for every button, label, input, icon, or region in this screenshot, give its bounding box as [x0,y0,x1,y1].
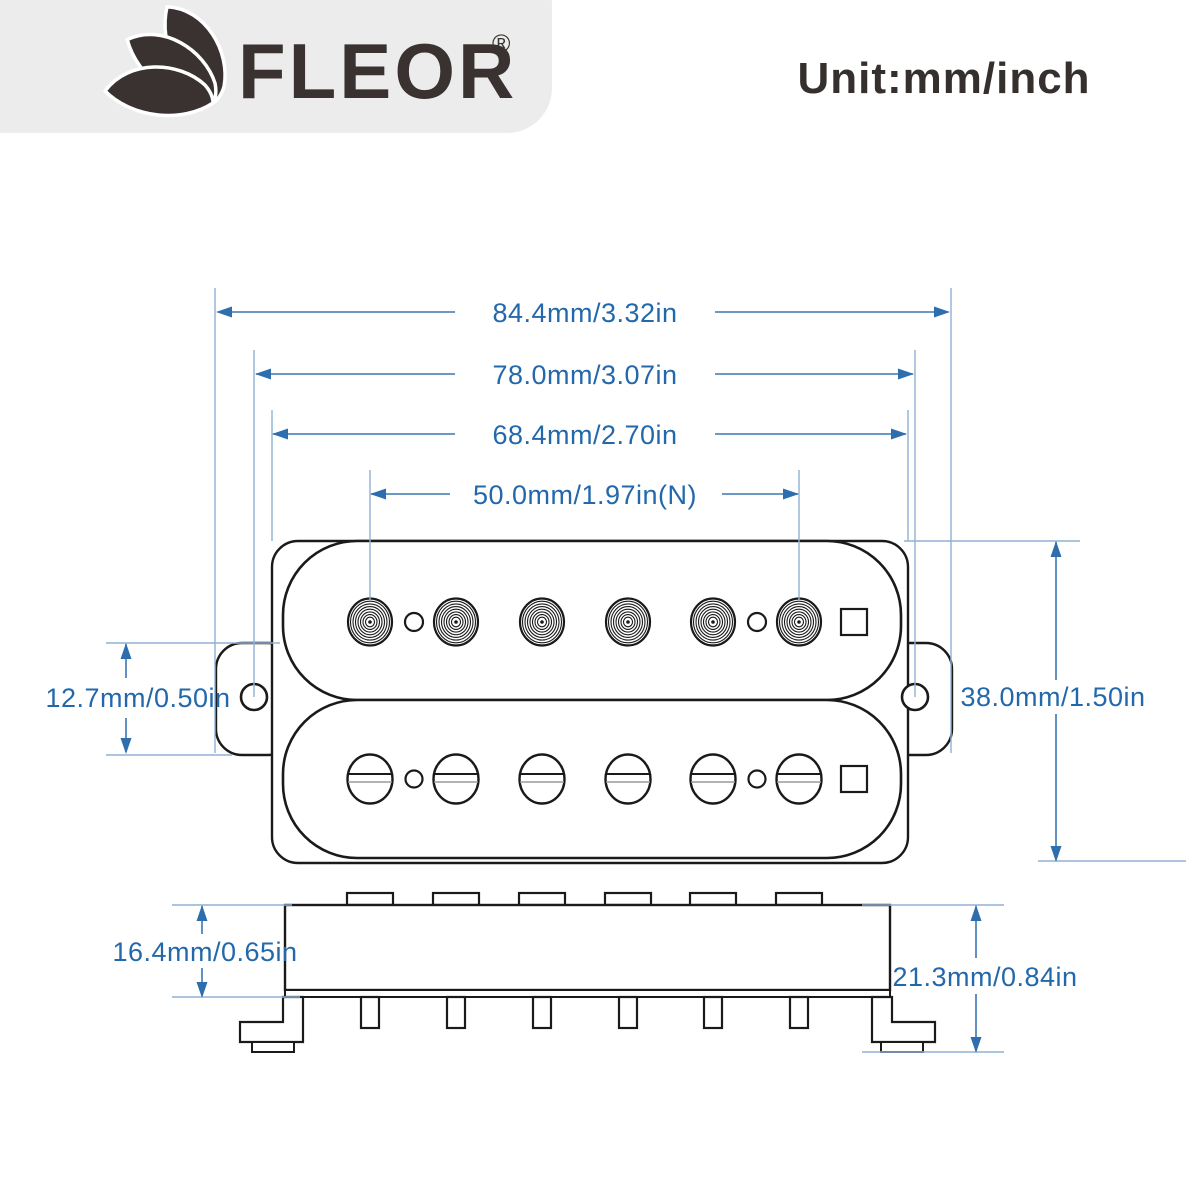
dim-body-width-label: 38.0mm/1.50in [960,682,1145,712]
left-mounting-leg [238,995,305,1044]
dim-side-body-height: 16.4mm/0.65in [112,905,297,998]
pickup-side-view [238,891,937,1053]
pole-screws-bottom [359,995,810,1030]
left-leg-tab [251,1041,295,1053]
square-hole [839,607,869,637]
dim-ear-height-label: 12.7mm/0.50in [45,683,230,713]
bobbin-hole [747,769,767,789]
dim-pole-spacing: 50.0mm/1.97in(N) [370,480,799,510]
dim-overall-length-label: 84.4mm/3.32in [492,298,677,328]
dim-ear-height: 12.7mm/0.50in [45,643,230,754]
slug-pole-row [346,597,869,647]
dim-overall-length: 84.4mm/3.32in [216,298,950,328]
screw-pole [346,753,394,805]
dim-side-body-height-label: 16.4mm/0.65in [112,937,297,967]
brand-logo: FLEOR ® [103,4,517,118]
registered-mark: ® [492,30,511,58]
slug-pole [432,597,480,647]
slug-pole [775,597,823,647]
screw-pole [432,753,480,805]
pickup-top-view [214,539,954,865]
right-leg-tab [880,1041,924,1053]
dim-total-height-label: 21.3mm/0.84in [892,962,1077,992]
slug-pole [689,597,737,647]
slug-pole [518,597,566,647]
side-body [283,903,892,992]
dim-total-height: 21.3mm/0.84in [892,905,1077,1053]
dim-pole-spacing-label: 50.0mm/1.97in(N) [473,480,697,510]
brand-name: FLEOR [238,27,517,115]
dim-mounting-hole-spacing-label: 78.0mm/3.07in [492,360,677,390]
dim-body-width: 38.0mm/1.50in [960,541,1145,862]
screw-pole-row [346,753,869,805]
extension-lines [106,288,1186,1053]
slug-pole [604,597,652,647]
square-hole [839,764,869,794]
leaf-icon [103,4,227,118]
dim-base-length: 68.4mm/2.70in [272,420,907,450]
bobbin-hole [403,611,425,633]
screw-pole [604,753,652,805]
dim-base-length-label: 68.4mm/2.70in [492,420,677,450]
pole-top-tabs [345,891,824,907]
screw-pole [775,753,823,805]
slug-pole [346,597,394,647]
right-mounting-leg [870,995,937,1044]
screw-coil-bobbin [281,698,903,860]
screw-pole [689,753,737,805]
unit-label: Unit:mm/inch [797,54,1090,103]
dimension-annotations: 84.4mm/3.32in 78.0mm/3.07in 68.4mm/2.70i… [45,288,1186,1053]
dim-mounting-hole-spacing: 78.0mm/3.07in [255,360,914,390]
screw-pole [518,753,566,805]
side-baseplate-strip [284,989,891,998]
bobbin-hole [746,611,768,633]
bobbin-hole [404,769,424,789]
